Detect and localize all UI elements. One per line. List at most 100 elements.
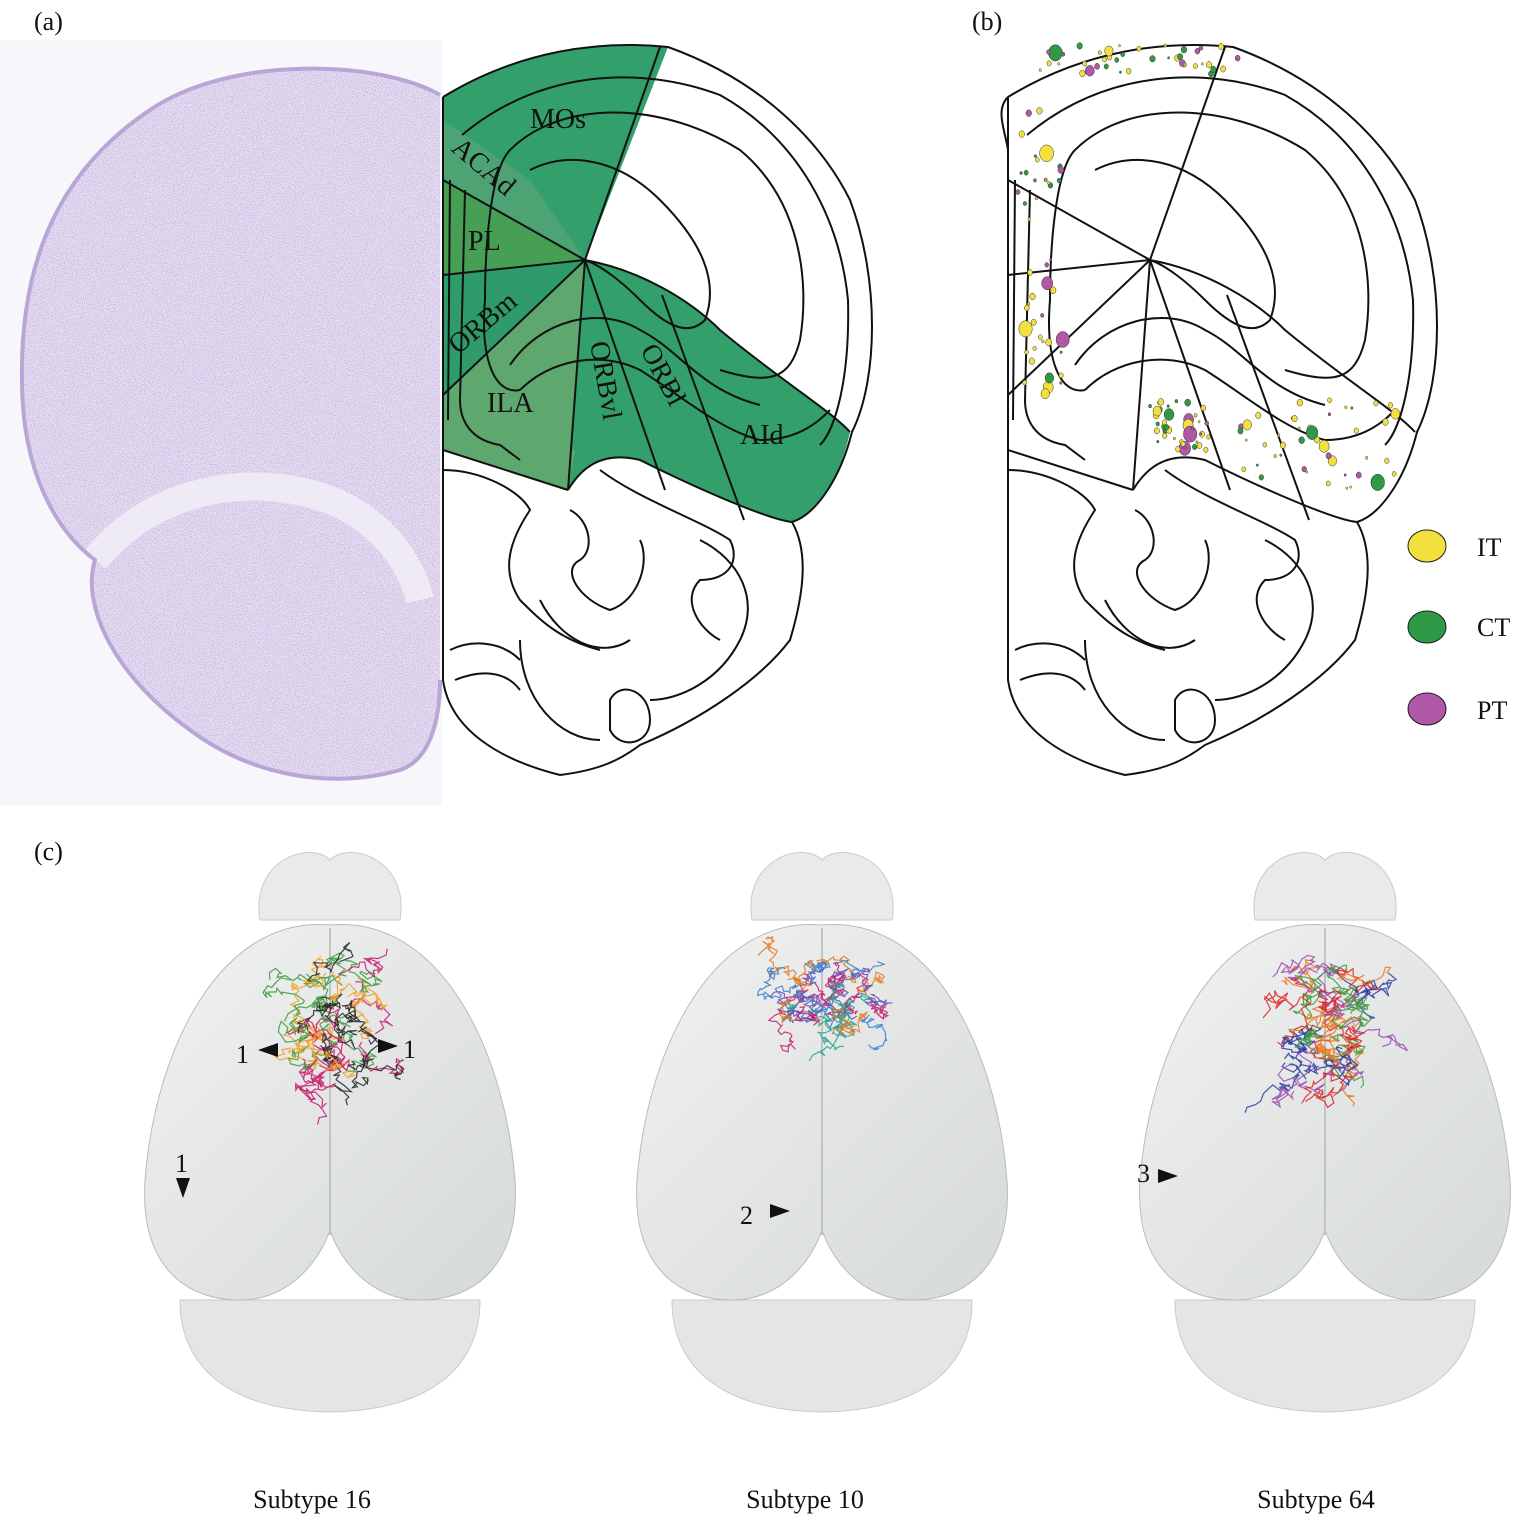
axon-trace — [333, 1022, 358, 1050]
soma-dot — [1057, 62, 1061, 66]
soma-dot — [1345, 486, 1349, 490]
soma-dot — [1279, 441, 1286, 449]
axon-trace — [289, 980, 325, 1029]
axon-trace — [831, 1000, 854, 1037]
region-fill-ila — [443, 260, 585, 450]
soma-dot — [1237, 427, 1244, 435]
axon-trace — [307, 941, 354, 982]
axon-trace — [1294, 964, 1348, 998]
soma-dot — [1344, 405, 1348, 409]
arrow-label: 1 — [403, 1035, 416, 1064]
soma-dot — [1164, 424, 1170, 431]
olfactory-bulb-shape — [1253, 852, 1397, 921]
legend-swatch-pt — [1407, 692, 1447, 726]
arrowhead-icon — [258, 1043, 278, 1057]
soma-dot — [1327, 412, 1332, 417]
axon-trace — [859, 1014, 888, 1051]
soma-dot — [1273, 454, 1277, 458]
axon-trace — [1342, 985, 1370, 1022]
axon-trace — [292, 1013, 322, 1071]
legend-item-it: IT — [1407, 529, 1502, 563]
legend-item-ct: CT — [1407, 610, 1510, 644]
soma-dot — [1175, 446, 1181, 453]
axon-trace — [1262, 990, 1301, 1019]
soma-dot — [1152, 405, 1162, 417]
soma-dot — [1325, 452, 1332, 460]
axon-trace — [286, 1002, 341, 1036]
axon-trace — [767, 1008, 797, 1053]
arrow-annotations: 1 1 1 2 3 — [175, 1035, 1178, 1230]
soma-dot — [1032, 346, 1037, 351]
axon-trace — [1271, 1063, 1298, 1109]
soma-dot — [1044, 262, 1049, 268]
axon-trace — [302, 955, 330, 985]
soma-dot — [1155, 421, 1160, 427]
axon-trace — [869, 1001, 890, 1021]
axon-trace — [827, 985, 858, 1020]
legend-label-ct: CT — [1477, 613, 1510, 642]
region-label-pl: PL — [468, 226, 501, 257]
axon-trace — [812, 1018, 844, 1051]
soma-dot — [1114, 57, 1120, 63]
panel-label-b: (b) — [972, 7, 1002, 36]
soma-dot — [1027, 217, 1031, 222]
axon-trace — [1343, 1016, 1409, 1052]
soma-dot — [1049, 286, 1057, 295]
axon-trace — [1304, 1074, 1353, 1109]
soma-dot — [1038, 334, 1043, 340]
soma-dot — [1184, 398, 1191, 407]
soma-dot — [1019, 171, 1023, 175]
soma-dot — [1120, 51, 1125, 58]
soma-dot — [1194, 48, 1201, 55]
soma-dot — [1046, 60, 1052, 67]
brain-renders — [144, 852, 1511, 1413]
brain-render — [144, 852, 516, 1413]
soma-dot — [1391, 471, 1397, 477]
axon-trace — [809, 961, 827, 984]
arrow-label: 2 — [740, 1201, 753, 1230]
axon-trace — [845, 967, 874, 993]
region-label-aid: AId — [740, 420, 784, 451]
soma-dot — [1085, 65, 1095, 77]
soma-dot — [1033, 154, 1037, 158]
soma-dot — [1102, 56, 1107, 63]
soma-dot — [1203, 446, 1209, 453]
soma-dot — [1055, 331, 1070, 348]
soma-dot — [1079, 69, 1086, 78]
axon-trace — [840, 992, 872, 1019]
soma-dot — [1355, 471, 1362, 479]
soma-dot — [1154, 427, 1160, 435]
soma-dot — [1038, 68, 1042, 72]
soma-dot — [1047, 181, 1051, 185]
soma-dot — [1172, 436, 1176, 441]
cerebellum-shape — [1174, 1299, 1476, 1413]
axon-trace — [262, 977, 306, 1017]
soma-dot — [1325, 480, 1331, 487]
soma-dot — [1022, 380, 1027, 386]
soma-dot — [1365, 456, 1369, 460]
soma-dot — [1018, 320, 1033, 338]
olfactory-bulb-shape — [258, 852, 402, 921]
axon-trace — [830, 1005, 856, 1039]
subtitle-subtype-10: Subtype 10 — [746, 1485, 864, 1514]
legend-swatch-it — [1407, 529, 1447, 563]
cerebellum-shape — [179, 1299, 481, 1413]
soma-dot — [1162, 432, 1168, 439]
axon-trace — [816, 955, 857, 984]
axon-trace — [295, 1064, 328, 1125]
axon-trace — [757, 966, 786, 997]
soma-dot — [1156, 440, 1160, 444]
axon-trace — [832, 1008, 855, 1037]
legend-item-pt: PT — [1407, 692, 1507, 726]
axon-trace — [793, 959, 830, 989]
soma-dot — [1094, 63, 1100, 70]
axon-trace — [855, 971, 886, 995]
axon-trace — [1331, 999, 1372, 1031]
axon-trace — [303, 1028, 350, 1072]
soma-dot — [1382, 418, 1389, 426]
soma-dot — [1210, 66, 1217, 74]
soma-dot — [1327, 397, 1332, 403]
arrowhead-icon — [378, 1039, 398, 1053]
soma-dot — [1018, 130, 1025, 138]
soma-dot — [1023, 201, 1027, 206]
